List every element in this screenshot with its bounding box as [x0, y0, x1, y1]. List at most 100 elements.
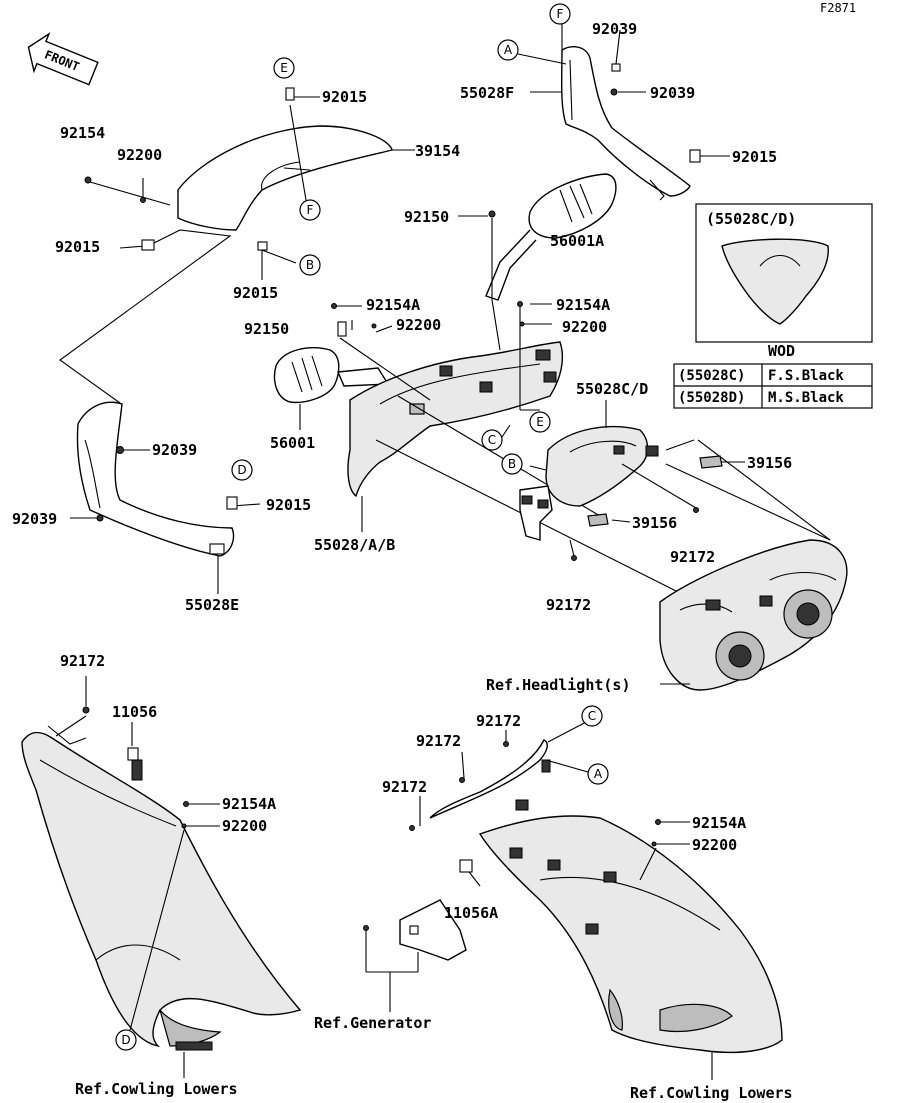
part-label-92200: 92200	[396, 316, 441, 334]
nut-icon	[226, 496, 238, 510]
part-label-92172: 92172	[60, 652, 105, 670]
inset-row-code: (55028D)	[678, 390, 745, 406]
callout-F: F	[549, 3, 571, 25]
washer-icon	[181, 823, 187, 829]
callout-D: D	[231, 459, 253, 481]
figure-code: F2871	[820, 1, 856, 15]
clip-icon	[459, 859, 473, 873]
part-label-92039: 92039	[592, 20, 637, 38]
ref-generator: Ref.Generator	[314, 1014, 431, 1032]
screw-icon	[571, 555, 577, 561]
part-label-92150: 92150	[404, 208, 449, 226]
part-label-92154: 92154	[60, 124, 105, 142]
side-cowl-left-part	[21, 731, 302, 1051]
part-label-92015: 92015	[266, 496, 311, 514]
nut-icon	[285, 87, 295, 101]
callout-A: A	[497, 39, 519, 61]
front-arrow-icon: FRONT	[27, 32, 99, 86]
part-label-92200: 92200	[222, 817, 267, 835]
bracket-55028F-part	[560, 46, 691, 201]
part-label-92200: 92200	[117, 146, 162, 164]
screw-icon	[693, 507, 699, 513]
part-label-56001: 56001	[270, 434, 315, 452]
variant-inset: (55028C/D) WOD (55028C) F.S.Black (55028…	[673, 203, 873, 409]
part-label-39156: 39156	[632, 514, 677, 532]
callout-A: A	[587, 763, 609, 785]
nut-icon	[689, 149, 701, 163]
bolt-icon	[337, 321, 347, 337]
inset-row-code: (55028C)	[678, 368, 745, 384]
svg-text:B: B	[306, 258, 314, 272]
nut-icon	[141, 239, 155, 251]
part-label-92154A: 92154A	[556, 296, 610, 314]
bolt-icon	[488, 210, 496, 218]
part-label-55028AB: 55028/A/B	[314, 536, 395, 554]
callout-E: E	[529, 411, 551, 433]
svg-text:D: D	[237, 463, 246, 477]
screw-icon	[183, 801, 189, 807]
part-label-11056A: 11056A	[444, 904, 498, 922]
inset-row-color: F.S.Black	[768, 368, 844, 384]
part-label-55028CD: 55028C/D	[576, 380, 648, 398]
svg-text:F: F	[307, 203, 314, 217]
side-cowl-right-part	[478, 815, 783, 1054]
clip-icon	[127, 747, 139, 761]
part-label-92172: 92172	[416, 732, 461, 750]
screw-icon	[363, 925, 369, 931]
part-label-92039: 92039	[12, 510, 57, 528]
svg-text:A: A	[504, 43, 513, 57]
part-label-92200: 92200	[692, 836, 737, 854]
screw-icon	[655, 819, 661, 825]
svg-text:E: E	[280, 61, 288, 75]
windshield-part	[177, 125, 393, 231]
clip-icon	[611, 63, 621, 72]
svg-text:B: B	[508, 457, 516, 471]
screw-icon	[409, 825, 415, 831]
washer-icon	[519, 321, 525, 327]
svg-text:C: C	[588, 709, 596, 723]
callout-B: B	[299, 254, 321, 276]
part-label-92172: 92172	[546, 596, 591, 614]
washer-icon	[371, 323, 377, 329]
inset-row-color: M.S.Black	[768, 390, 844, 406]
callout-E: E	[273, 57, 295, 79]
part-label-92154A: 92154A	[366, 296, 420, 314]
cowling-side-left-part	[76, 401, 235, 557]
cover-55028CD-part	[545, 425, 659, 507]
washer-icon	[651, 841, 657, 847]
part-label-39156: 39156	[747, 454, 792, 472]
pad-icon	[587, 513, 609, 527]
part-label-92172: 92172	[476, 712, 521, 730]
screw-icon	[331, 303, 337, 309]
part-label-56001A: 56001A	[550, 232, 604, 250]
screw-icon	[82, 706, 90, 714]
bolt-icon	[84, 176, 92, 184]
pad-icon	[699, 455, 723, 469]
ref-headlight: Ref.Headlight(s)	[486, 676, 631, 694]
inset-title: (55028C/D)	[706, 210, 796, 228]
screw-icon	[116, 446, 124, 454]
part-label-92154A: 92154A	[692, 814, 746, 832]
callout-C: C	[481, 429, 503, 451]
part-label-11056: 11056	[112, 703, 157, 721]
part-label-92154A: 92154A	[222, 795, 276, 813]
nut-icon	[257, 241, 268, 251]
part-label-92172: 92172	[382, 778, 427, 796]
inset-table-header: WOD	[768, 342, 795, 360]
screw-icon	[503, 741, 509, 747]
part-label-92015: 92015	[322, 88, 367, 106]
part-label-92039: 92039	[152, 441, 197, 459]
part-label-92200: 92200	[562, 318, 607, 336]
mirror-56001-part	[273, 347, 390, 404]
svg-text:F: F	[557, 7, 564, 21]
screw-icon	[459, 777, 465, 783]
callout-D: D	[115, 1029, 137, 1051]
part-label-92015: 92015	[732, 148, 777, 166]
washer-icon	[140, 197, 146, 203]
part-label-92039: 92039	[650, 84, 695, 102]
screw-icon	[610, 88, 618, 96]
ref-cowling-lowers-right: Ref.Cowling Lowers	[630, 1084, 793, 1102]
part-label-39154: 39154	[415, 142, 460, 160]
ref-cowling-lowers-left: Ref.Cowling Lowers	[75, 1080, 238, 1098]
